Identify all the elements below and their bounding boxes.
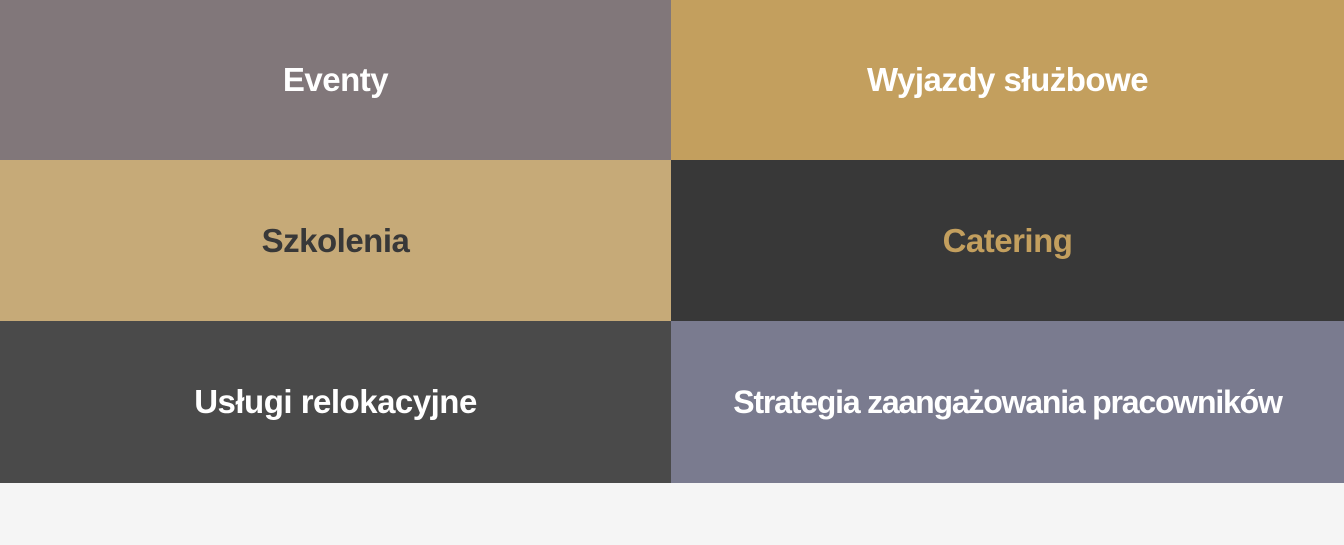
tile-label-eventy: Eventy — [282, 61, 389, 98]
tile-eventy[interactable]: Eventy — [0, 0, 671, 160]
tile-catering[interactable]: Catering — [671, 160, 1344, 321]
tile-strategia-zaangazowania[interactable]: Strategia zaangażowania pracowników — [671, 321, 1344, 483]
tile-label-uslugi-relokacyjne: Usługi relokacyjne — [194, 383, 477, 420]
tile-label-szkolenia: Szkolenia — [261, 221, 410, 259]
page-background-band — [0, 483, 1344, 545]
tile-label-strategia-zaangazowania: Strategia zaangażowania pracowników — [733, 383, 1283, 420]
tile-label-wyjazdy-sluzbowe: Wyjazdy służbowe — [866, 61, 1149, 98]
services-grid: Eventy Wyjazdy służbowe Szkolenia Cateri… — [0, 0, 1344, 483]
tile-uslugi-relokacyjne[interactable]: Usługi relokacyjne — [0, 321, 671, 483]
tile-label-catering: Catering — [942, 221, 1073, 259]
tile-wyjazdy-sluzbowe[interactable]: Wyjazdy służbowe — [671, 0, 1344, 160]
tile-szkolenia[interactable]: Szkolenia — [0, 160, 671, 321]
